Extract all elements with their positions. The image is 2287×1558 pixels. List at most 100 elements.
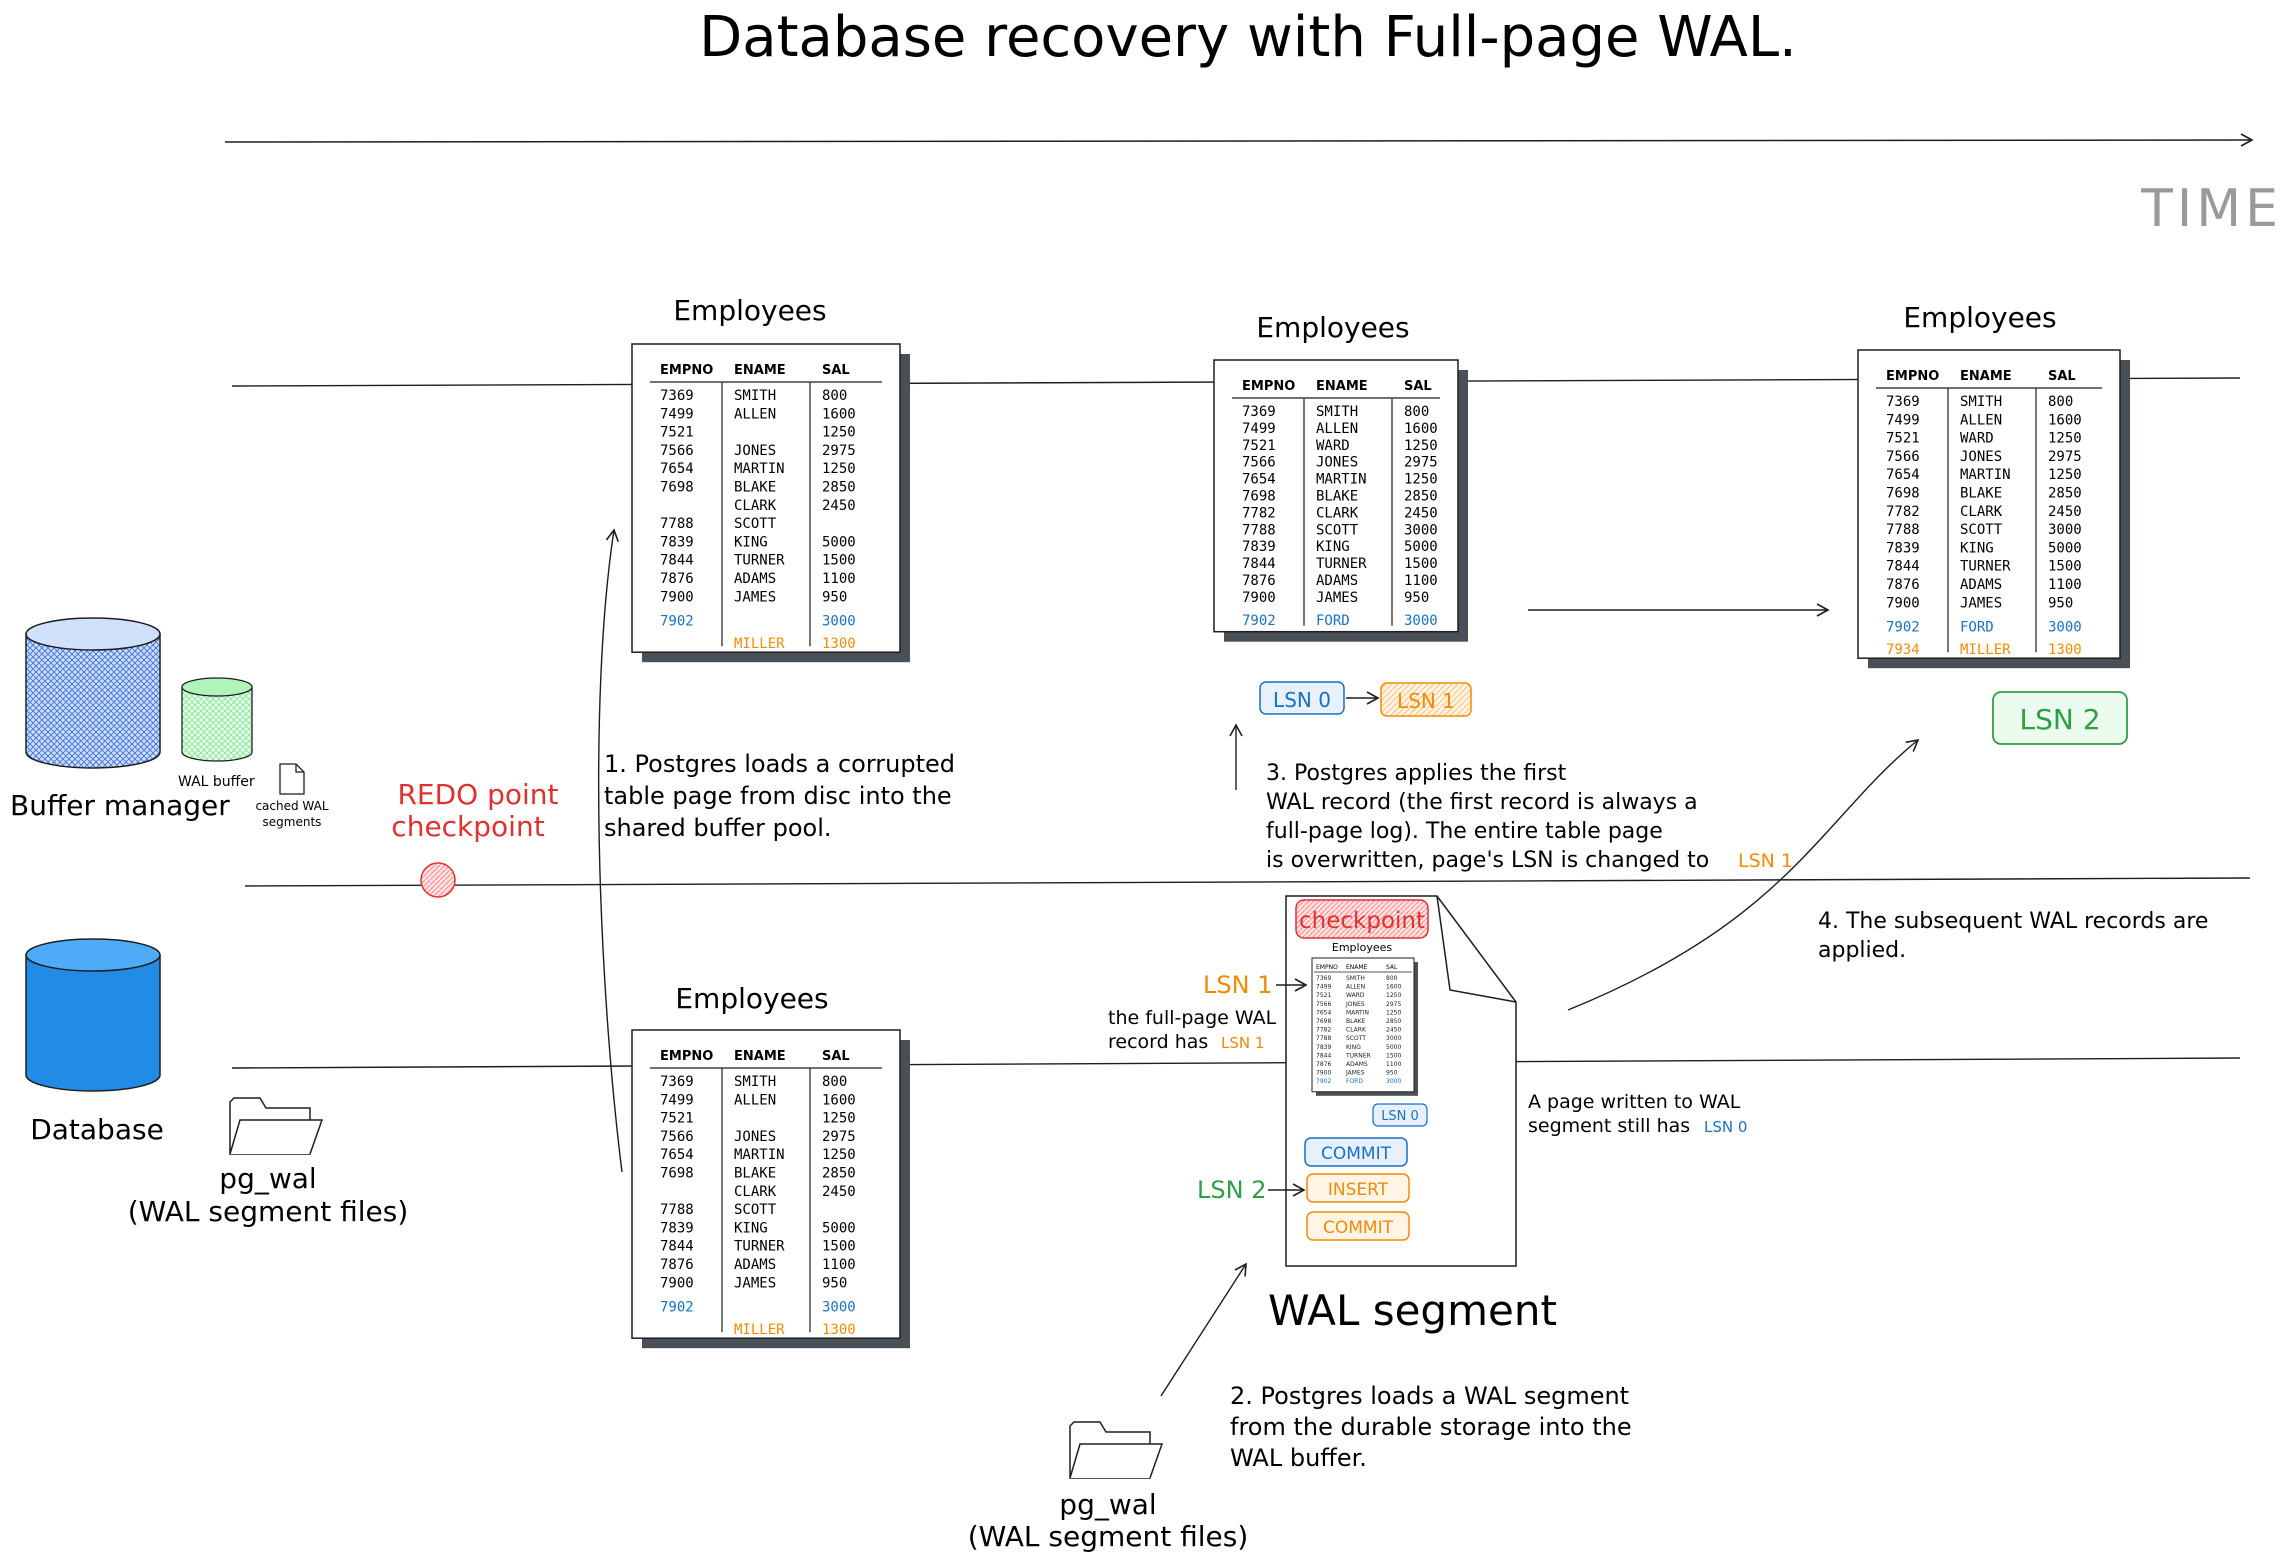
wal-commit-text-1: COMMIT — [1321, 1144, 1392, 1164]
fpw-note-1: the full-page WAL — [1108, 1007, 1277, 1029]
step-line: WAL record (the first record is always a — [1266, 790, 1698, 815]
column-header: SAL — [822, 363, 850, 378]
table-cell: 1300 — [822, 636, 856, 652]
step-line: is overwritten, page's LSN is changed to — [1266, 848, 1709, 873]
table-cell: 5000 — [2048, 540, 2082, 556]
table-cell: 5000 — [1404, 539, 1438, 555]
table-cell: 2850 — [822, 1166, 856, 1182]
mini-cell: 7788 — [1316, 1035, 1331, 1042]
table-cell: 7900 — [1242, 590, 1276, 606]
step-line: WAL buffer. — [1230, 1444, 1367, 1472]
table-cell: CLARK — [1316, 505, 1359, 521]
table-cell: TURNER — [734, 553, 785, 569]
table-cell: BLAKE — [1316, 489, 1358, 505]
table-title: Employees — [1256, 311, 1409, 344]
column-header: ENAME — [1960, 369, 2012, 384]
table-cell: 2975 — [822, 443, 856, 459]
checkpoint-text: checkpoint — [1299, 908, 1425, 934]
mini-cell: 800 — [1386, 975, 1398, 982]
table-cell: ALLEN — [734, 406, 776, 422]
column-header: EMPNO — [660, 1049, 713, 1064]
table-cell: 950 — [2048, 595, 2073, 611]
table-cell: TURNER — [1960, 559, 2011, 575]
table-cell: 1250 — [2048, 467, 2082, 483]
table-cell: 1100 — [2048, 577, 2082, 593]
table-cell: 2975 — [2048, 449, 2082, 465]
table-cell: 7788 — [660, 1202, 694, 1218]
table-cell: ALLEN — [1316, 421, 1358, 437]
table-cell: WARD — [1960, 431, 1994, 447]
mini-cell: WARD — [1346, 992, 1365, 999]
table-cell: 1250 — [2048, 431, 2082, 447]
cached-wal-label-2: segments — [263, 815, 322, 829]
mini-cell: SMITH — [1346, 975, 1365, 982]
table-cell: 7788 — [660, 516, 694, 532]
table-cell: 950 — [1404, 590, 1429, 606]
table-cell: 1100 — [822, 1257, 856, 1273]
mini-cell: KING — [1346, 1044, 1361, 1051]
table-cell: 7902 — [660, 1300, 694, 1316]
table-cell: 1600 — [822, 406, 856, 422]
time-label: TIME — [2140, 179, 2282, 239]
table-cell: 7654 — [1886, 467, 1920, 483]
table-cell: 7839 — [660, 1220, 694, 1236]
mini-header: SAL — [1386, 964, 1398, 971]
table-cell: SCOTT — [734, 1202, 777, 1218]
table-cell: 1250 — [1404, 472, 1438, 488]
table-cell: 1600 — [1404, 421, 1438, 437]
step-line: applied. — [1818, 938, 1906, 963]
table-cell: JAMES — [1316, 590, 1358, 606]
step3-lsn: LSN 1 — [1738, 850, 1793, 872]
diagram-title: Database recovery with Full-page WAL. — [699, 5, 1797, 70]
table-cell: 7654 — [660, 461, 694, 477]
table-cell: 1300 — [2048, 642, 2082, 658]
table-cell: SMITH — [734, 1074, 776, 1090]
table-cell: 7900 — [660, 589, 694, 605]
mini-cell: ADAMS — [1346, 1061, 1368, 1068]
table-cell: 3000 — [2048, 620, 2082, 636]
table-cell: 7782 — [1242, 505, 1276, 521]
table-cell: BLAKE — [734, 480, 776, 496]
mini-table-page — [1311, 957, 1415, 1093]
table-cell: 1250 — [822, 1147, 856, 1163]
table-cell: 2450 — [822, 1184, 856, 1200]
mini-cell: JAMES — [1345, 1070, 1365, 1077]
table-cell: SCOTT — [1316, 522, 1359, 538]
table-cell: JONES — [734, 443, 776, 459]
mini-lsn0-box — [1372, 1103, 1428, 1127]
table-cell: WARD — [1316, 438, 1350, 454]
wal-buffer-icon — [181, 677, 253, 762]
table-cell: 7369 — [1242, 404, 1276, 420]
checkpoint-box — [1295, 899, 1429, 939]
column-header: ENAME — [734, 363, 786, 378]
redo-checkpoint-label: checkpoint — [391, 810, 544, 843]
table-cell: MILLER — [734, 1322, 785, 1338]
table-cell: 800 — [1404, 404, 1429, 420]
table-cell: JAMES — [734, 1275, 776, 1291]
mini-cell: 7876 — [1316, 1061, 1331, 1068]
table-cell: 7521 — [660, 1111, 694, 1127]
table-cell: 7902 — [1242, 613, 1276, 629]
mini-cell: 7839 — [1316, 1044, 1331, 1051]
table-cell: 7499 — [1242, 421, 1276, 437]
mini-cell: SCOTT — [1346, 1035, 1366, 1042]
table-cell: 7844 — [1242, 556, 1276, 572]
lsn2-text: LSN 2 — [2019, 703, 2100, 736]
table-title: Employees — [675, 982, 828, 1015]
table-cell: MARTIN — [734, 461, 785, 477]
mini-header: EMPNO — [1316, 964, 1338, 971]
table-cell: 7566 — [660, 443, 694, 459]
table-cell: SCOTT — [1960, 522, 2003, 538]
mini-lsn0-text: LSN 0 — [1381, 1109, 1419, 1124]
table-cell: KING — [1960, 540, 1994, 556]
column-header: EMPNO — [1242, 379, 1295, 394]
database-label: Database — [30, 1113, 164, 1146]
table-cell: 1500 — [2048, 559, 2082, 575]
table-cell: 3000 — [1404, 522, 1438, 538]
table-cell: CLARK — [734, 498, 777, 514]
table-cell: 7499 — [1886, 412, 1920, 428]
wal-buffer-label: WAL buffer — [178, 774, 255, 790]
table-cell: 7698 — [660, 1166, 694, 1182]
redo-point-marker — [420, 862, 456, 898]
